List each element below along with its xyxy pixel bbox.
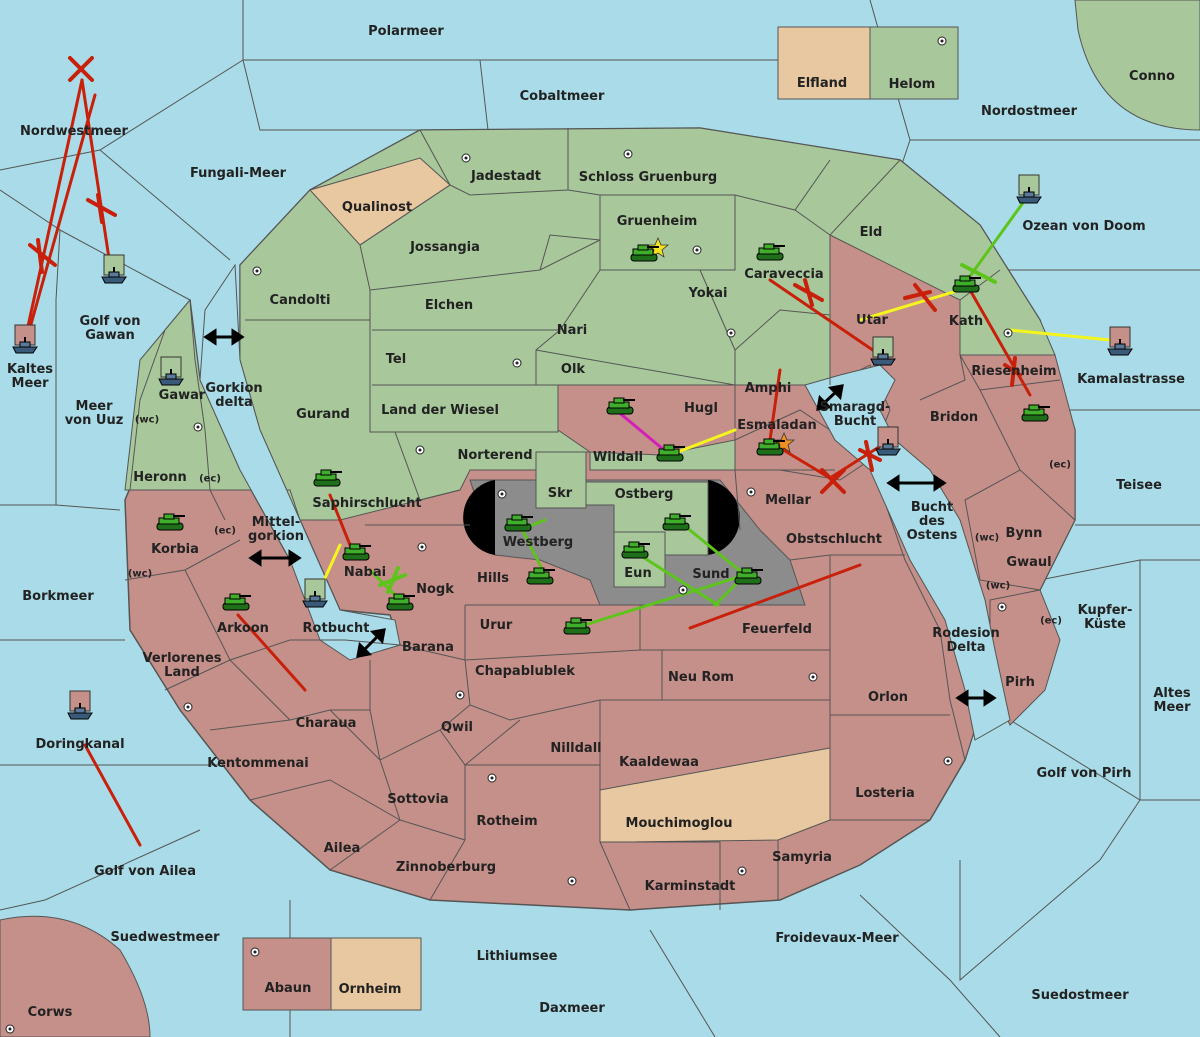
fleet-unit[interactable] [1015, 173, 1043, 211]
gorkion-lake [199, 263, 401, 661]
tank-icon [756, 438, 785, 456]
supply-center-icon [726, 328, 736, 338]
tank-icon [1021, 404, 1050, 422]
army-unit[interactable] [949, 273, 983, 299]
fleet-unit[interactable] [157, 355, 185, 393]
army-unit[interactable] [603, 395, 637, 421]
supply-center-icon [746, 487, 756, 497]
army-unit[interactable] [653, 442, 687, 468]
tank-icon [734, 567, 763, 585]
fleet-unit[interactable] [301, 577, 329, 615]
supply-center-icon [250, 947, 260, 957]
army-unit[interactable] [1018, 402, 1052, 428]
fleet-icon [1107, 326, 1133, 356]
ornheim-region [330, 937, 422, 1011]
tank-icon [156, 513, 185, 531]
fleet-icon [158, 356, 184, 386]
army-unit[interactable] [627, 242, 661, 268]
supply-center-icon [678, 585, 688, 595]
supply-center-icon [997, 602, 1007, 612]
supply-center-icon [193, 422, 203, 432]
adjacency-arrows [203, 328, 997, 707]
fleet-icon [67, 690, 93, 720]
tank-icon [342, 543, 371, 561]
smaragd-lake [804, 364, 1011, 741]
supply-center-icon [461, 153, 471, 163]
supply-center-icon [183, 702, 193, 712]
tank-icon [563, 617, 592, 635]
skr-region [535, 451, 587, 509]
fleet-unit[interactable] [11, 323, 39, 361]
army-unit[interactable] [153, 511, 187, 537]
fleet-unit[interactable] [1106, 325, 1134, 363]
tank-icon [606, 397, 635, 415]
army-unit[interactable] [310, 467, 344, 493]
army-unit[interactable] [753, 436, 787, 462]
esmaladan-region [734, 409, 871, 481]
land-borders [124, 128, 1076, 911]
supply-center-icon [623, 149, 633, 159]
fleet-unit[interactable] [66, 689, 94, 727]
fleet-icon [12, 324, 38, 354]
army-unit[interactable] [731, 565, 765, 591]
supply-center-icon [487, 773, 497, 783]
fleet-unit[interactable] [100, 253, 128, 291]
supply-center-icon [415, 445, 425, 455]
tank-icon [621, 541, 650, 559]
army-unit[interactable] [560, 615, 594, 641]
corws-region [0, 915, 151, 1037]
army-unit[interactable] [219, 591, 253, 617]
supply-center-icon [5, 1024, 15, 1034]
tank-icon [656, 444, 685, 462]
tank-icon [662, 513, 691, 531]
elfland-region [777, 26, 871, 100]
conno-region [1074, 0, 1200, 131]
eun-region [613, 531, 666, 588]
supply-center-icon [252, 266, 262, 276]
left-dome [463, 480, 495, 555]
fleet-unit[interactable] [874, 425, 902, 463]
supply-center-icon [943, 756, 953, 766]
tank-icon [630, 244, 659, 262]
fleet-unit[interactable] [869, 335, 897, 373]
supply-center-icon [1003, 328, 1013, 338]
hugl-region [557, 384, 736, 456]
army-unit[interactable] [523, 565, 557, 591]
supply-center-icon [737, 866, 747, 876]
supply-center-icon [497, 489, 507, 499]
failure-marks [28, 56, 1022, 594]
tank-icon [222, 593, 251, 611]
tank-icon [313, 469, 342, 487]
tank-icon [386, 593, 415, 611]
order-arrows [23, 78, 1112, 847]
army-unit[interactable] [339, 541, 373, 567]
tank-icon [504, 514, 533, 532]
army-unit[interactable] [753, 241, 787, 267]
army-unit[interactable] [501, 512, 535, 538]
tank-icon [952, 275, 981, 293]
supply-center-icon [937, 36, 947, 46]
fleet-icon [875, 426, 901, 456]
supply-center-icon [808, 672, 818, 682]
right-dome [708, 480, 740, 555]
tank-icon [756, 243, 785, 261]
army-unit[interactable] [659, 511, 693, 537]
fleet-icon [101, 254, 127, 284]
supply-center-icon [455, 690, 465, 700]
army-unit[interactable] [618, 539, 652, 565]
supply-center-icon [567, 876, 577, 886]
tank-icon [526, 567, 555, 585]
supply-center-icon [417, 542, 427, 552]
army-unit[interactable] [383, 591, 417, 617]
fleet-icon [1016, 174, 1042, 204]
supply-center-icon [692, 245, 702, 255]
supply-center-icon [512, 358, 522, 368]
fleet-icon [870, 336, 896, 366]
fleet-icon [302, 578, 328, 608]
